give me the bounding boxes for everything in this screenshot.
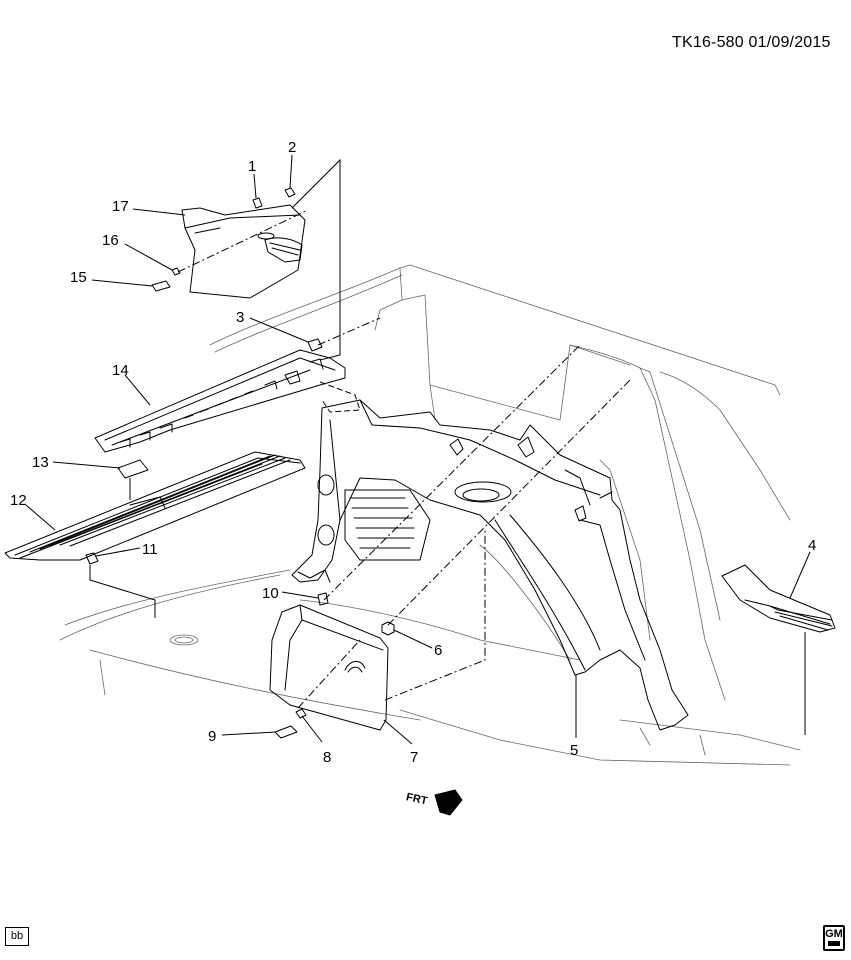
gm-logo-icon: GM xyxy=(823,925,845,951)
leader-14 xyxy=(124,374,151,406)
part-13-cap xyxy=(117,459,149,479)
part-5-quarter-trim-panel xyxy=(291,399,689,731)
reference-line xyxy=(323,344,581,601)
leader-4 xyxy=(789,551,811,599)
callout-11: 11 xyxy=(142,541,158,558)
reference-line xyxy=(384,530,486,701)
callout-14: 14 xyxy=(112,362,129,379)
reference-line xyxy=(89,565,156,618)
callout-8: 8 xyxy=(323,749,331,766)
callout-6: 6 xyxy=(434,642,442,659)
part-11-clip xyxy=(85,552,99,565)
callout-13: 13 xyxy=(32,454,49,471)
leader-6 xyxy=(393,629,433,649)
vehicle-body xyxy=(59,264,801,766)
part-16-screw xyxy=(171,267,181,276)
leader-12 xyxy=(25,504,56,531)
leader-7 xyxy=(383,719,413,745)
callout-3: 3 xyxy=(236,309,244,326)
reference-line xyxy=(387,379,631,626)
callout-12: 12 xyxy=(10,492,27,509)
callout-10: 10 xyxy=(262,585,279,602)
part-15-cap xyxy=(151,280,171,292)
leader-17 xyxy=(132,208,186,216)
part-7-lower-trim-panel xyxy=(269,604,389,731)
reference-line xyxy=(297,639,361,709)
front-direction-label: FRT xyxy=(405,791,429,807)
footer-tag: bb xyxy=(5,927,29,946)
callout-16: 16 xyxy=(102,232,119,249)
part-6-nut xyxy=(381,621,395,636)
callout-17: 17 xyxy=(112,198,129,215)
callout-7: 7 xyxy=(410,749,418,766)
leader-15 xyxy=(91,279,153,287)
leader-13 xyxy=(52,461,121,469)
part-4-step-pad xyxy=(721,564,836,633)
part-1-screw xyxy=(252,197,263,209)
part-8-screw xyxy=(295,708,307,719)
callout-5: 5 xyxy=(570,742,578,759)
leader-9 xyxy=(221,731,277,736)
part-2-nut xyxy=(284,187,296,198)
leader-1 xyxy=(253,173,257,199)
part-3-clip xyxy=(307,338,323,352)
part-14-upper-trim-rail xyxy=(94,349,346,453)
front-arrow-icon xyxy=(434,789,463,816)
gm-logo-bar xyxy=(828,941,840,946)
callout-1: 1 xyxy=(248,158,256,175)
leader-3 xyxy=(249,317,309,343)
part-17-pillar-trim xyxy=(181,204,306,299)
part-9-cap xyxy=(274,725,298,739)
leader-2 xyxy=(289,154,293,189)
leader-11 xyxy=(95,547,141,557)
part-10-clip xyxy=(317,592,329,606)
part-12-sill-plate xyxy=(4,451,306,561)
callout-4: 4 xyxy=(808,537,816,554)
diagram-code: TK16-580 01/09/2015 xyxy=(672,34,831,51)
callout-2: 2 xyxy=(288,139,296,156)
leader-10 xyxy=(281,591,319,599)
leader-16 xyxy=(124,243,173,271)
reference-line xyxy=(291,158,341,361)
reference-line xyxy=(317,317,381,346)
callout-15: 15 xyxy=(70,269,87,286)
reference-line xyxy=(177,209,309,273)
leader-8 xyxy=(301,715,323,743)
gm-logo-text: GM xyxy=(825,928,843,940)
callout-9: 9 xyxy=(208,728,216,745)
